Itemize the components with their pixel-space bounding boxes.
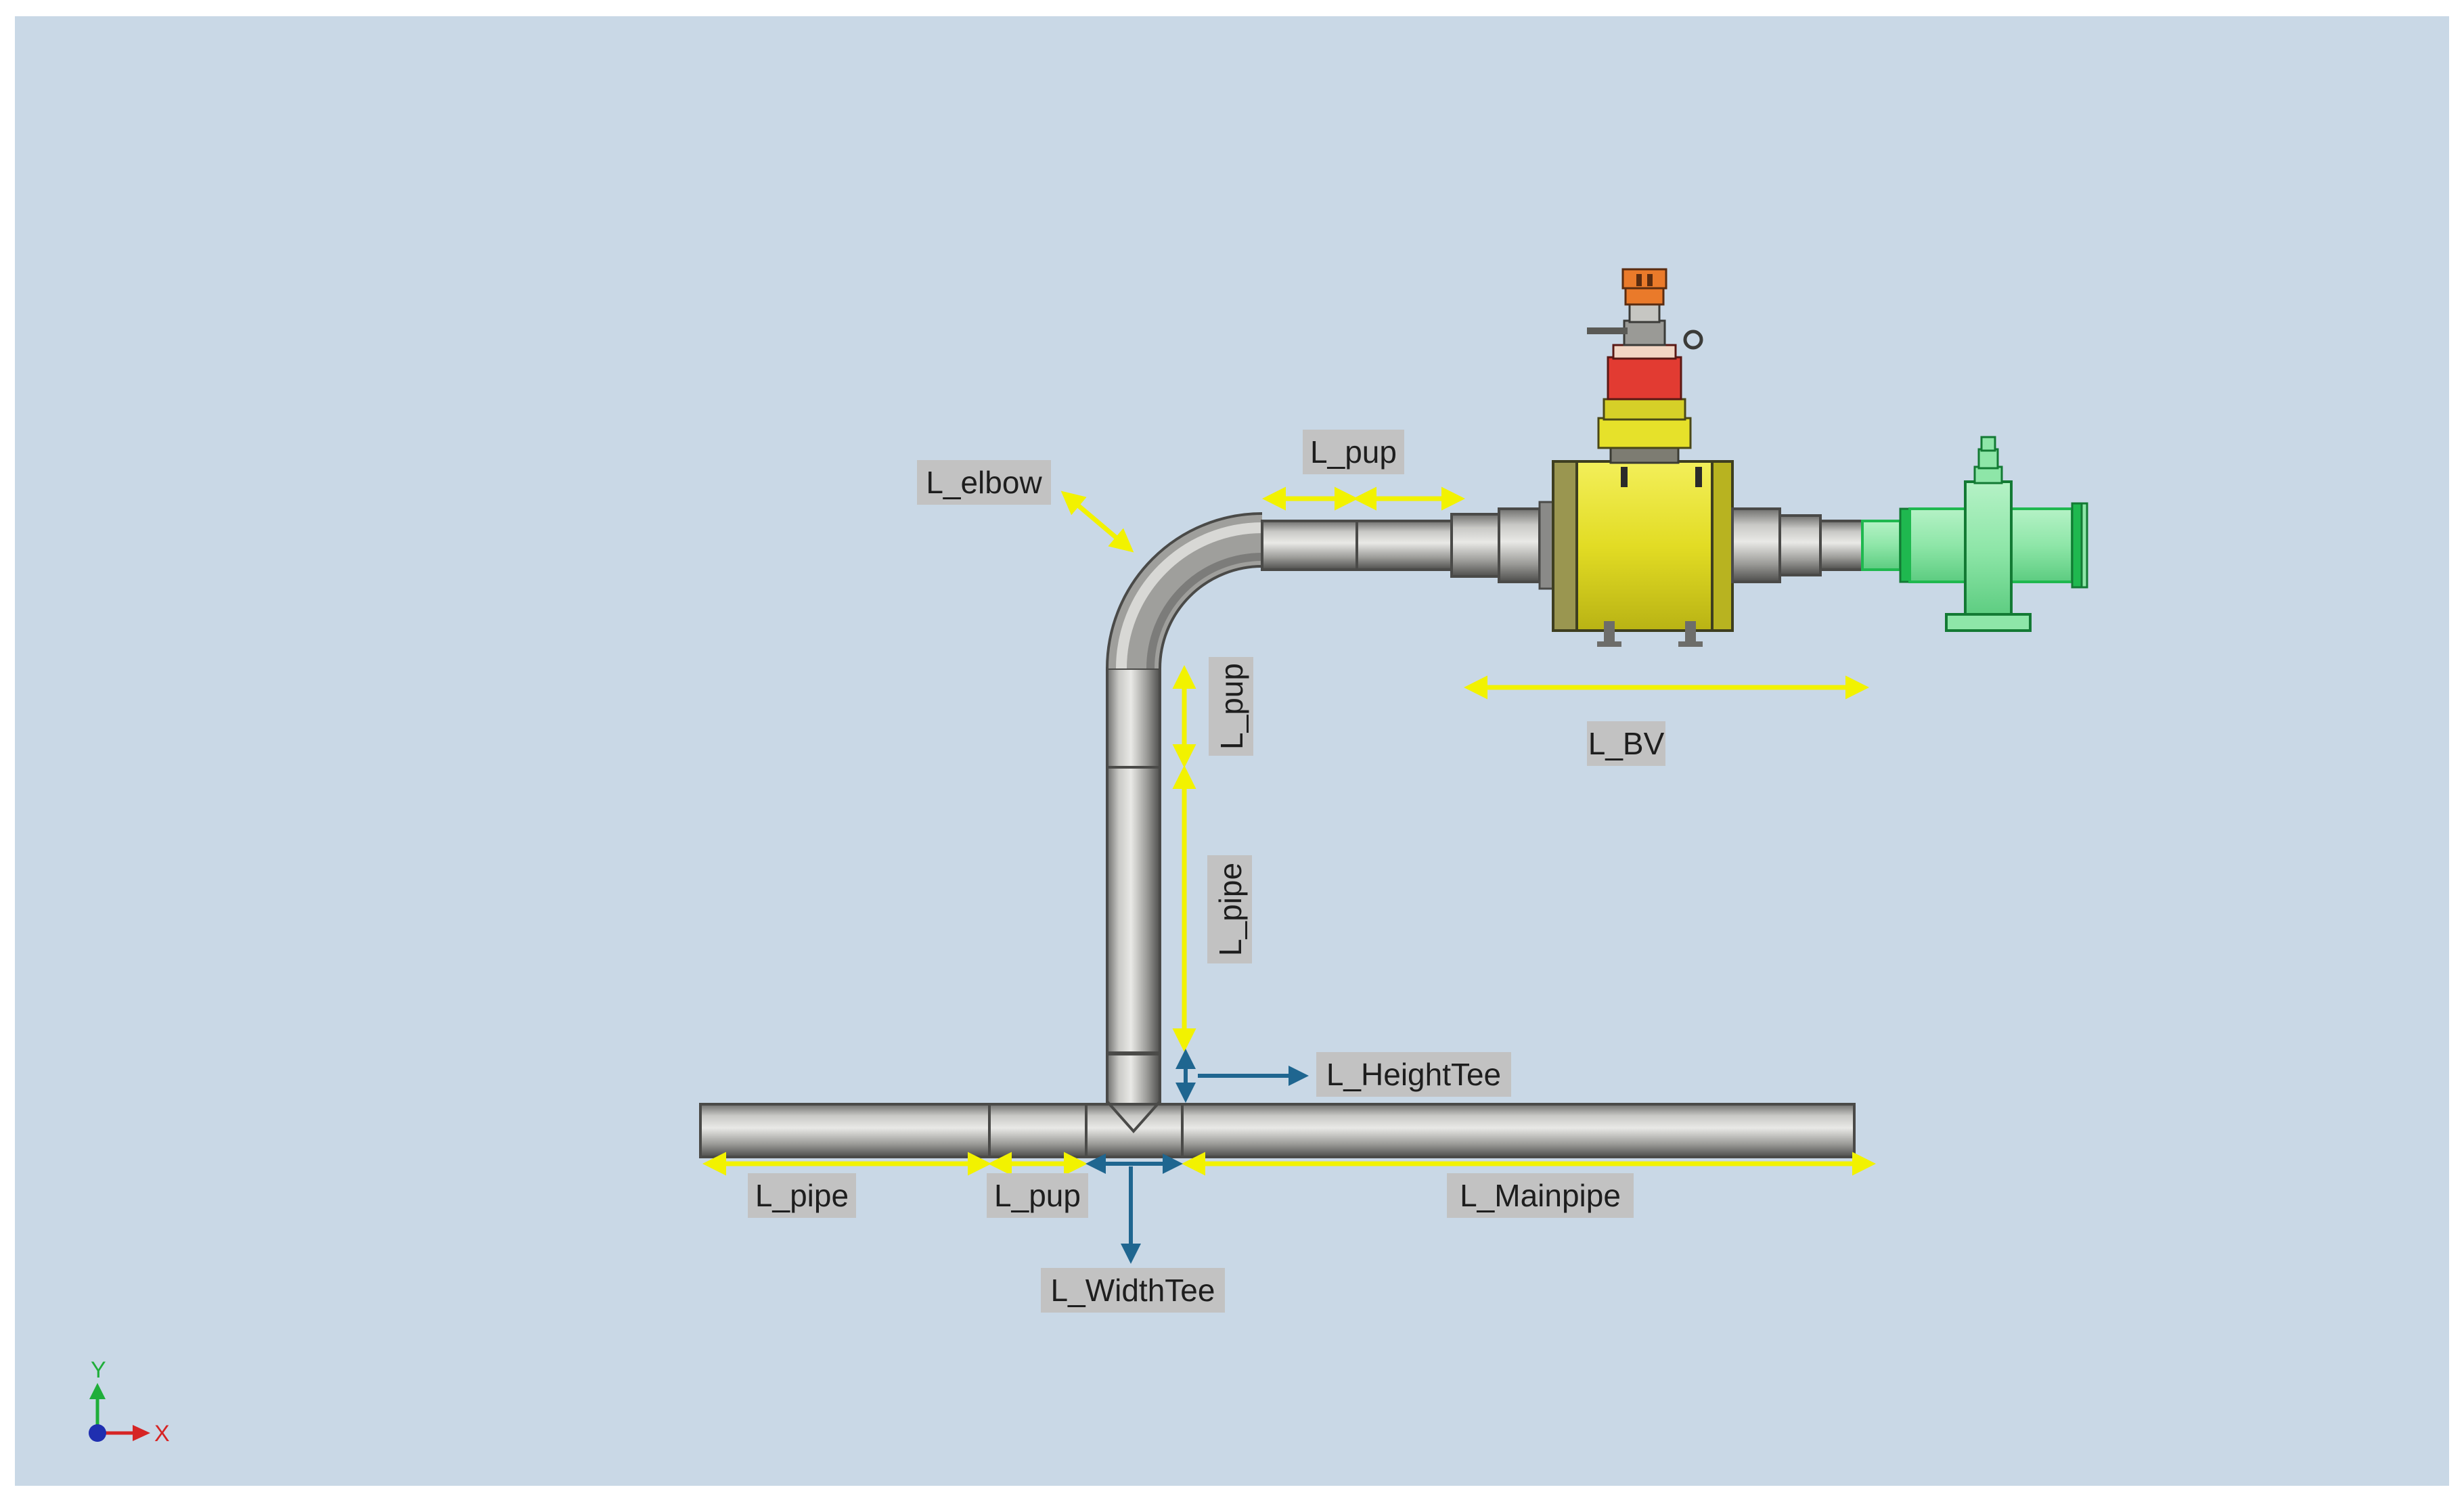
label-pup-top-text: L_pup (1310, 434, 1397, 470)
label-bv: L_BV (1587, 721, 1665, 766)
label-pup-vertical: L_pup (1209, 657, 1253, 756)
label-width-tee: L_WidthTee (1041, 1268, 1225, 1313)
label-pup-top: L_pup (1303, 430, 1404, 474)
valve-actuator (1587, 268, 1703, 464)
label-pipe-main-text: L_pipe (755, 1178, 849, 1213)
main-pipe (699, 1103, 1856, 1158)
vertical-pipe (1106, 667, 1161, 1055)
axis-origin (89, 1424, 106, 1442)
label-pipe-vertical: L_pipe (1207, 855, 1252, 963)
label-mainpipe: L_Mainpipe (1447, 1173, 1634, 1218)
label-elbow-text: L_elbow (926, 465, 1042, 500)
tee-dimensions (1085, 1049, 1309, 1264)
x-axis-arrowhead (133, 1425, 150, 1441)
elbow (1106, 512, 1263, 669)
label-pipe-main: L_pipe (748, 1173, 856, 1218)
x-axis-label: X (154, 1421, 170, 1447)
label-pup-vertical-text: L_pup (1214, 663, 1249, 750)
label-mainpipe-text: L_Mainpipe (1460, 1178, 1621, 1213)
tee-fitting (1085, 1051, 1184, 1158)
label-height-tee-text: L_HeightTee (1326, 1057, 1501, 1092)
label-pipe-vertical-text: L_pipe (1213, 863, 1248, 956)
label-elbow: L_elbow (917, 460, 1051, 505)
label-width-tee-text: L_WidthTee (1051, 1273, 1215, 1308)
label-pup-main-text: L_pup (994, 1178, 1081, 1213)
yellow-dimensions (702, 486, 1876, 1176)
label-height-tee: L_HeightTee (1316, 1052, 1511, 1097)
label-bv-text: L_BV (1588, 726, 1665, 761)
axis-triad: Y X (89, 1357, 170, 1447)
y-axis-label: Y (91, 1357, 106, 1383)
label-pup-main: L_pup (987, 1173, 1088, 1218)
ball-valve (1552, 460, 1864, 647)
top-pup-pipe (1261, 501, 1554, 590)
y-axis-arrowhead (89, 1383, 106, 1399)
green-hub (1861, 436, 2088, 632)
dim-arrow-elbow (1060, 491, 1134, 553)
